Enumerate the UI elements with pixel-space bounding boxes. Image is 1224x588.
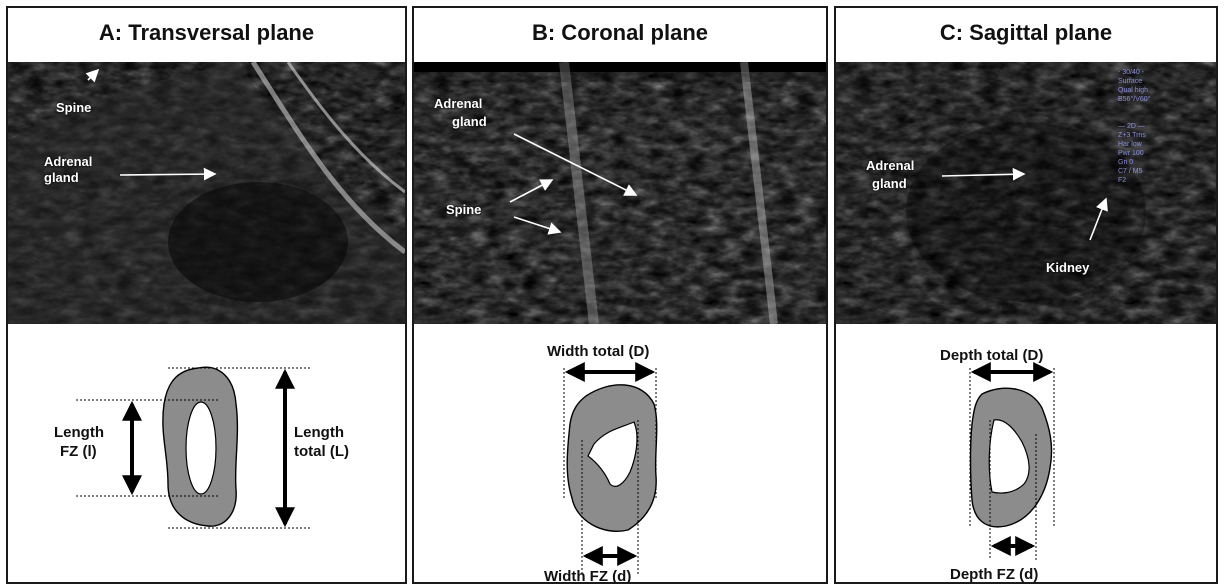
panel-title: A: Transversal plane <box>8 20 405 46</box>
length-fz-label-line1: Length <box>54 423 104 442</box>
length-total-label-line1: Length <box>294 423 344 442</box>
adrenal-label-line2: gland <box>452 114 487 130</box>
adrenal-label-line2: gland <box>872 176 907 192</box>
spine-label: Spine <box>446 202 481 218</box>
width-fz-label: Width FZ (d) <box>544 567 631 584</box>
measurement-diagram: Depth total (D) Depth FZ (d) <box>836 324 1216 582</box>
adrenal-label-line1: Adrenal <box>44 154 92 170</box>
adrenal-label-line1: Adrenal <box>866 158 914 174</box>
ultrasound-image: Spine Adrenal gland <box>8 62 405 324</box>
adrenal-label-line2: gland <box>44 170 79 186</box>
measurement-diagram: Width total (D) Width FZ (d) <box>414 324 826 582</box>
measurement-diagram: Length FZ (l) Length total (L) <box>8 324 405 582</box>
fz-outline <box>186 402 216 494</box>
panel-title: B: Coronal plane <box>414 20 826 46</box>
depth-fz-label: Depth FZ (d) <box>950 565 1038 584</box>
length-total-label-line2: total (L) <box>294 442 349 461</box>
spine-label: Spine <box>56 100 91 116</box>
panel-title: C: Sagittal plane <box>836 20 1216 46</box>
depth-total-label: Depth total (D) <box>940 346 1043 365</box>
kidney-label: Kidney <box>1046 260 1089 276</box>
panel-coronal: B: Coronal plane Adrenal gland Spine <box>412 6 828 584</box>
ultrasound-image: Adrenal gland Spine <box>414 62 826 324</box>
panel-transversal: A: Transversal plane Spine Adrenal gland… <box>6 6 407 584</box>
width-total-label: Width total (D) <box>547 342 649 361</box>
length-fz-label-line2: FZ (l) <box>60 442 97 461</box>
scanner-info: - 30/40 - Surface Qual high B56°/V60° — … <box>1118 68 1150 185</box>
ultrasound-image: - 30/40 - Surface Qual high B56°/V60° — … <box>836 62 1216 324</box>
adrenal-label-line1: Adrenal <box>434 96 482 112</box>
panel-sagittal: C: Sagittal plane - 30/40 - Surface Qual… <box>834 6 1218 584</box>
